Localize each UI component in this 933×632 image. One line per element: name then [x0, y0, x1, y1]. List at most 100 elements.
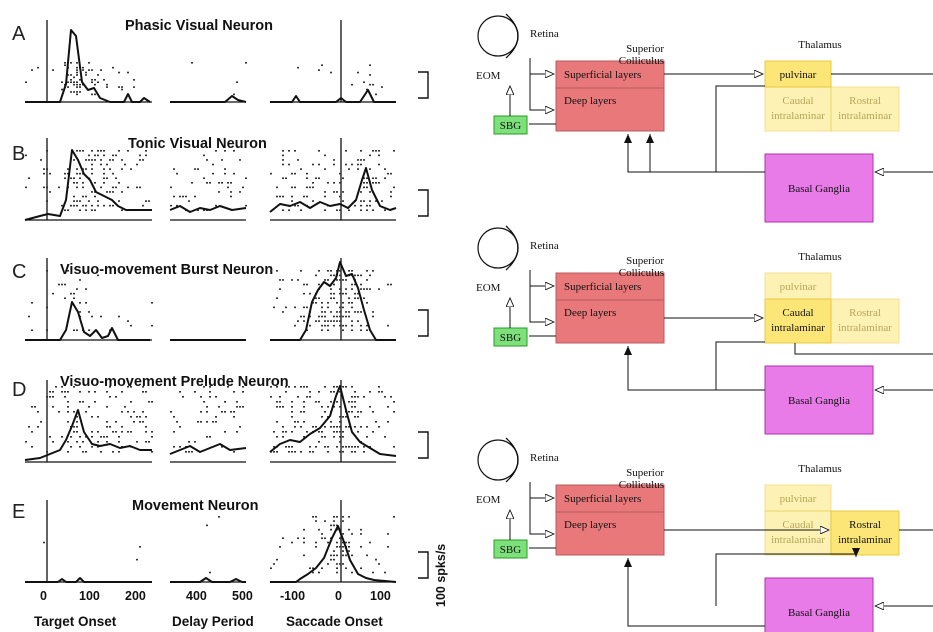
raster	[28, 270, 392, 332]
panel-b	[24, 138, 429, 221]
tick-delay-500: 500	[232, 589, 253, 603]
bg-to-sc	[624, 134, 765, 173]
sc-label-2: Colliculus	[619, 479, 664, 491]
psth-curve	[170, 95, 247, 103]
panel-c	[25, 258, 429, 341]
eom-label: EOM	[476, 494, 501, 506]
scale-bracket	[418, 189, 429, 217]
tick-saccade-100: 100	[370, 589, 391, 603]
panel-title-b: Tonic Visual Neuron	[128, 136, 267, 152]
panel-letter-d: D	[12, 379, 26, 401]
bg-to-rostral	[715, 548, 860, 606]
rostral-label-1: Rostral	[849, 519, 881, 531]
superficial-layers-label: Superficial layers	[564, 281, 641, 293]
xlabel-target-onset: Target Onset	[34, 614, 117, 629]
eom-label: EOM	[476, 282, 501, 294]
rostral-intralaminar-box	[830, 298, 900, 344]
thalamus-label: Thalamus	[798, 463, 841, 475]
tick-saccade-0: 0	[335, 589, 342, 603]
retina-label: Retina	[530, 240, 559, 252]
caudal-label-1: Caudal	[782, 519, 813, 531]
rostral-intralaminar-box	[830, 510, 900, 556]
caudal-label-2: intralaminar	[771, 110, 825, 122]
retina-to-superficial	[529, 58, 554, 74]
psth-traces	[24, 20, 429, 583]
retina-to-deep	[529, 498, 554, 534]
caudal-out	[794, 343, 933, 355]
caudal-intralaminar-box	[764, 510, 832, 556]
rostral-label-2: intralaminar	[838, 110, 892, 122]
eye-icon	[477, 227, 519, 269]
retina-to-deep	[529, 74, 554, 110]
retina-to-superficial	[529, 270, 554, 286]
superior-colliculus-box	[555, 484, 665, 556]
psth-curve	[169, 205, 247, 213]
panel-e	[25, 500, 429, 583]
tick-target-100: 100	[79, 589, 100, 603]
sc-label-1: Superior	[626, 467, 664, 479]
pulvinar-label: pulvinar	[780, 69, 817, 81]
lens-arc	[505, 437, 519, 483]
panel-a	[25, 20, 429, 103]
bg-to-sc	[624, 558, 765, 627]
tick-target-200: 200	[125, 589, 146, 603]
panel-title-c: Visuo-movement Burst Neuron	[60, 262, 273, 278]
deep-layers-label: Deep layers	[564, 95, 616, 107]
raster	[25, 62, 383, 96]
caudal-label-1: Caudal	[782, 307, 813, 319]
eye-icon	[477, 15, 519, 57]
rostral-intralaminar-box	[830, 86, 900, 132]
caudal-intralaminar-box	[764, 86, 832, 132]
scale-bracket	[418, 431, 429, 459]
bg-to-sc	[624, 346, 765, 391]
retina-label: Retina	[530, 452, 559, 464]
psth-curve	[169, 443, 247, 455]
tick-target-0: 0	[40, 589, 47, 603]
xlabel-delay-period: Delay Period	[172, 614, 254, 629]
raster	[43, 516, 395, 574]
rostral-label-2: intralaminar	[838, 322, 892, 334]
sbg-label: SBG	[500, 544, 521, 556]
panel-letter-a: A	[12, 23, 26, 45]
tick-delay-400: 400	[186, 589, 207, 603]
psth-curve	[270, 525, 397, 583]
deep-layers-label: Deep layers	[564, 519, 616, 531]
superior-colliculus-box	[555, 272, 665, 344]
lens-arc	[505, 13, 519, 59]
neuron-activity-figure: A Phasic Visual Neuron B Tonic Visual Ne…	[12, 18, 448, 629]
pulvinar-box	[764, 60, 832, 88]
retina-to-superficial	[529, 482, 554, 498]
basal-ganglia-label: Basal Ganglia	[788, 607, 850, 619]
psth-curve	[270, 261, 396, 341]
scale-bracket	[418, 309, 429, 337]
basal-ganglia-box	[764, 365, 874, 435]
raster	[25, 150, 395, 212]
thalamus-label: Thalamus	[798, 39, 841, 51]
panel-title-a: Phasic Visual Neuron	[125, 18, 273, 34]
caudal-label-2: intralaminar	[771, 322, 825, 334]
sc-label-1: Superior	[626, 43, 664, 55]
scale-bracket	[418, 551, 429, 579]
pulvinar-label: pulvinar	[780, 493, 817, 505]
thalamus-label: Thalamus	[798, 251, 841, 263]
caudal-label-2: intralaminar	[771, 534, 825, 546]
lens-arc	[505, 225, 519, 271]
deep-layers-label: Deep layers	[564, 307, 616, 319]
xlabel-saccade-onset: Saccade Onset	[286, 614, 383, 629]
superior-colliculus-box	[555, 60, 665, 132]
caudal-intralaminar-box	[764, 298, 832, 344]
bg-loop	[715, 341, 765, 390]
panel-letter-b: B	[12, 143, 25, 165]
psth-curve	[25, 301, 150, 341]
basal-ganglia-label: Basal Ganglia	[788, 183, 850, 195]
scale-bracket	[418, 71, 429, 99]
psth-curve	[25, 29, 151, 103]
panel-letter-c: C	[12, 261, 26, 283]
sc-label-2: Colliculus	[619, 55, 664, 67]
psth-curve	[170, 577, 246, 583]
rostral-label-1: Rostral	[849, 307, 881, 319]
basal-ganglia-label: Basal Ganglia	[788, 395, 850, 407]
caudal-label-1: Caudal	[782, 95, 813, 107]
